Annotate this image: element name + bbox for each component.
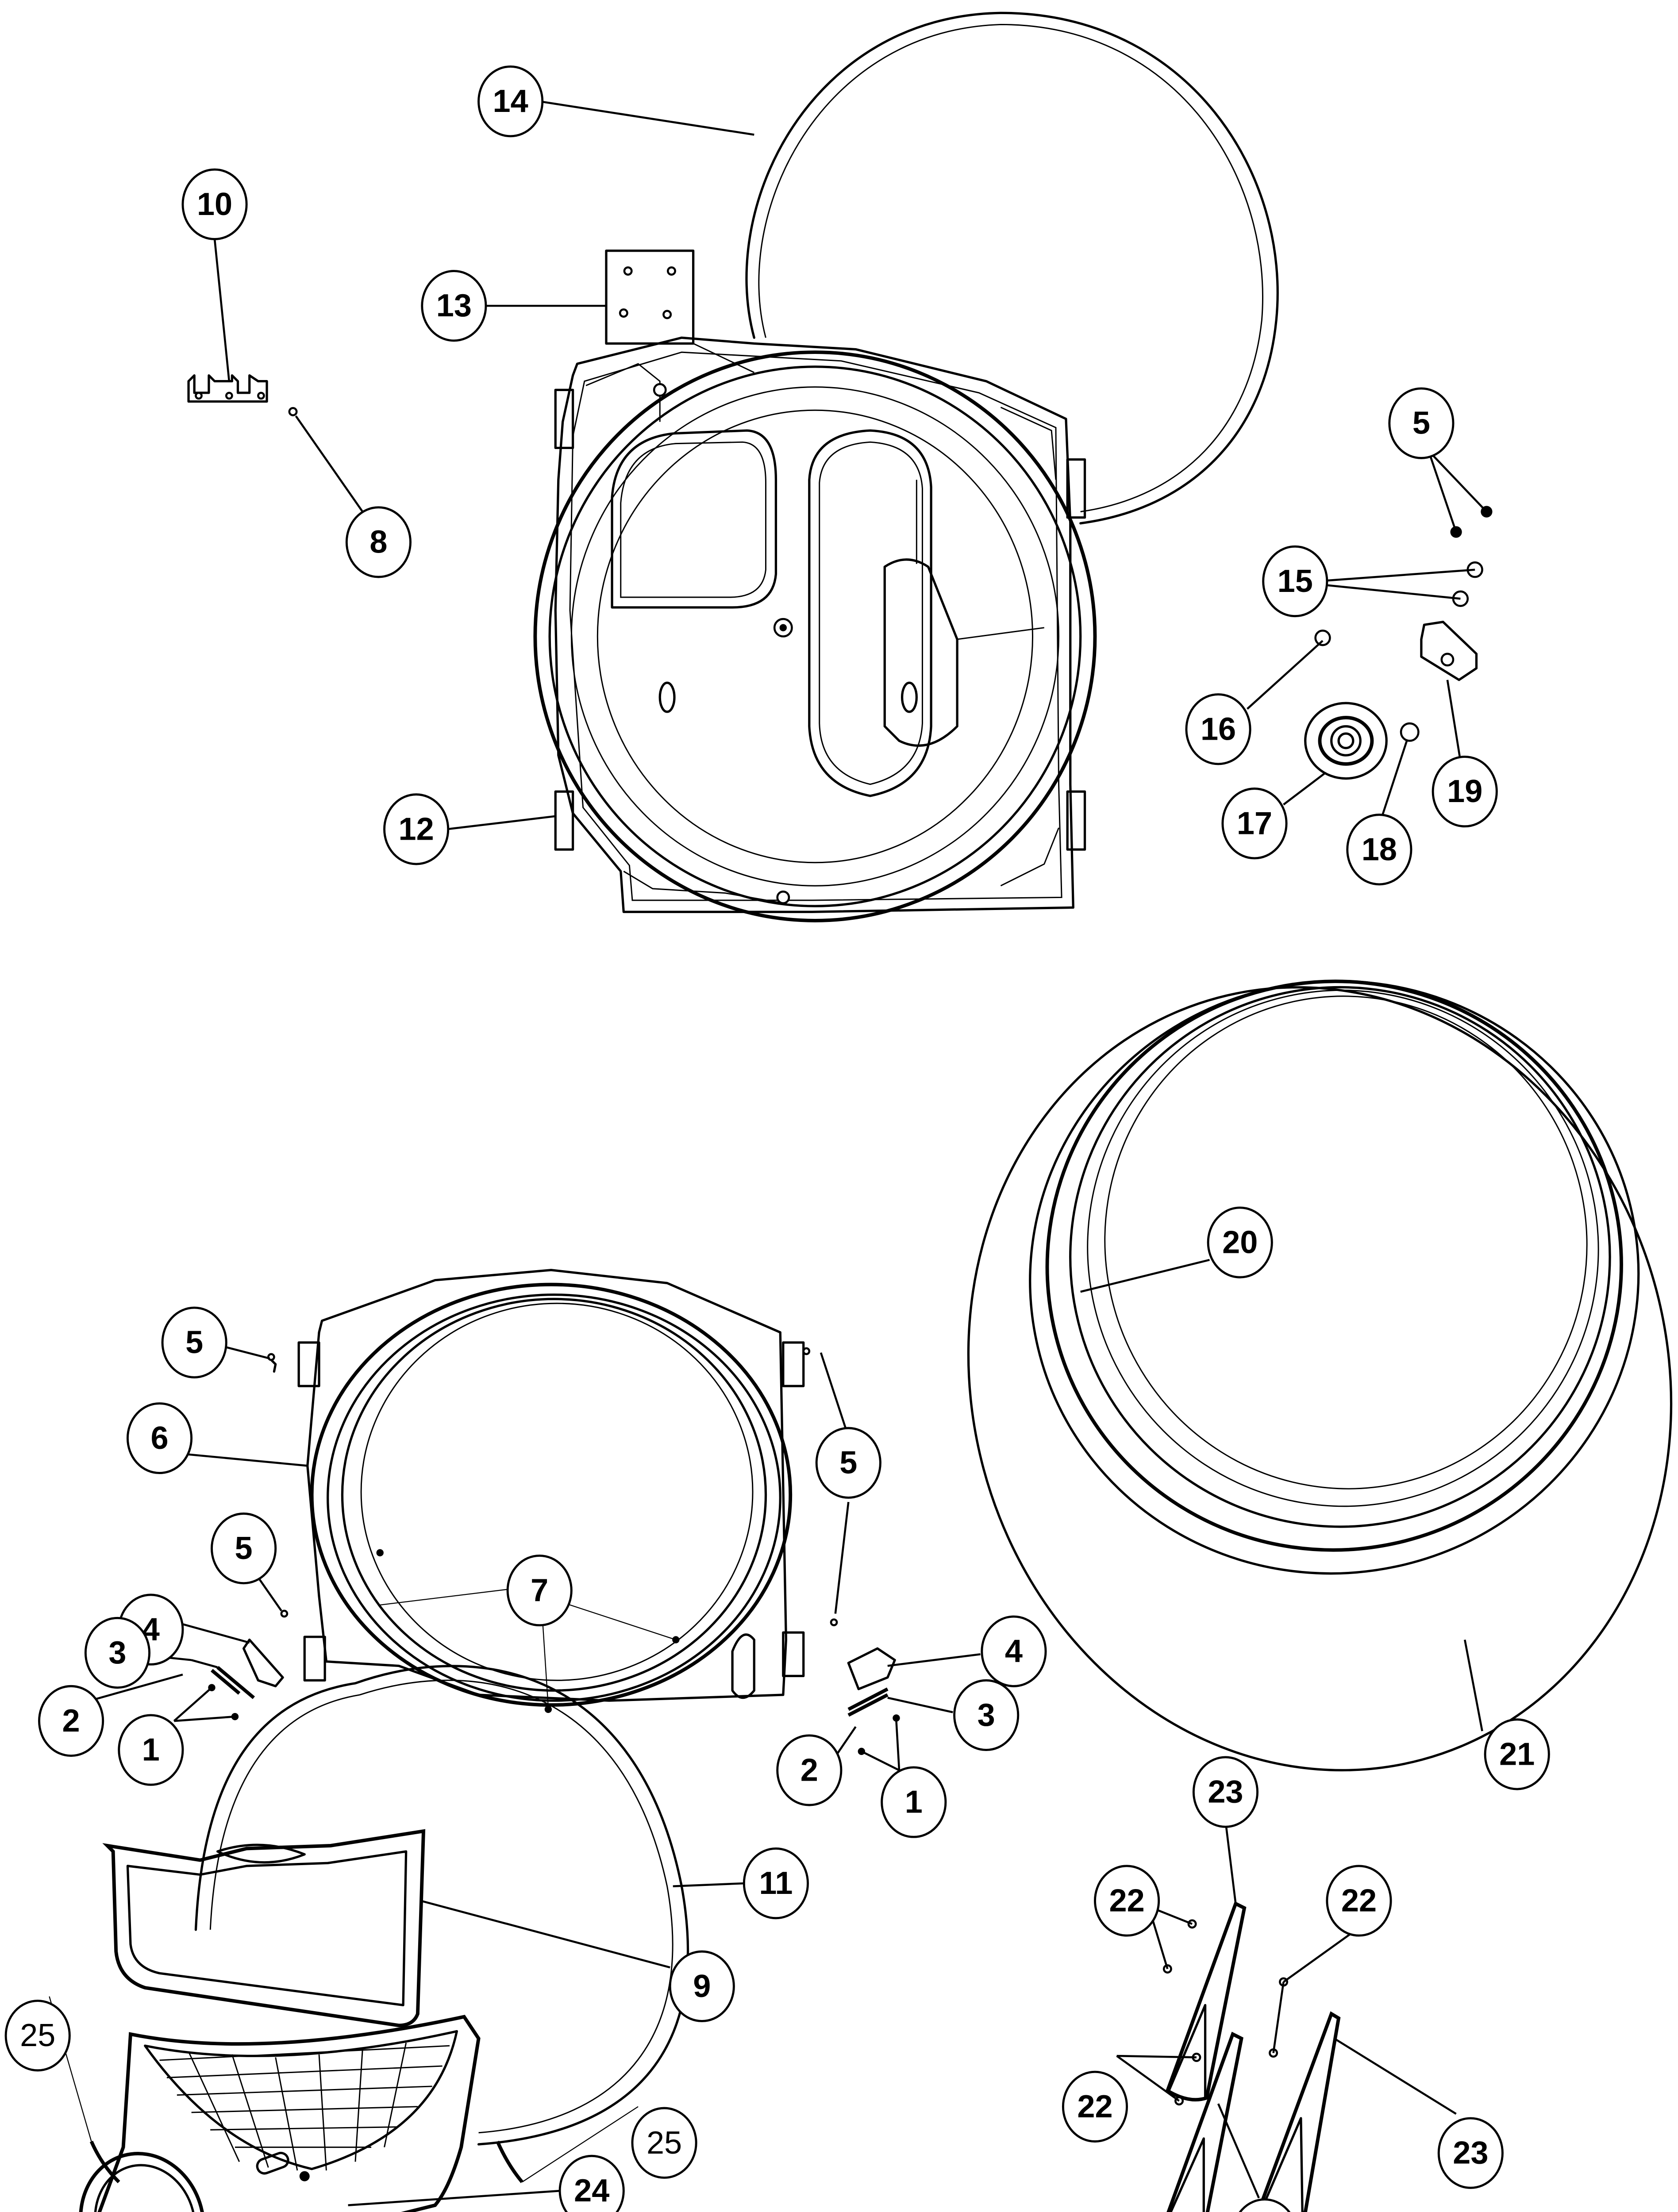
- front-panel-6: [297, 1269, 805, 1713]
- callout-21: 21: [1484, 1718, 1550, 1790]
- drum-21: [967, 979, 1673, 1772]
- svg-text:12: 12: [399, 811, 434, 847]
- svg-text:20: 20: [1222, 1225, 1258, 1260]
- svg-text:2: 2: [801, 1752, 818, 1788]
- callout-18: 18: [1346, 814, 1412, 886]
- callout-25-left: 25: [4, 2000, 71, 2072]
- callout-22-right: 22: [1326, 1865, 1392, 1937]
- callout-14: 14: [477, 65, 544, 138]
- callout-25-right: 25: [631, 2107, 697, 2179]
- svg-text:1: 1: [142, 1732, 160, 1768]
- mount-plate-13: [605, 250, 754, 373]
- svg-text:10: 10: [197, 187, 232, 222]
- svg-text:6: 6: [150, 1421, 168, 1456]
- svg-text:25: 25: [20, 2018, 55, 2053]
- door-seal-11: [194, 1665, 689, 2146]
- callout-8: 8: [345, 506, 412, 578]
- svg-text:23: 23: [1208, 1774, 1243, 1810]
- callout-23-top: 23: [1192, 1756, 1258, 1828]
- svg-text:14: 14: [493, 84, 528, 119]
- baffle-23-bottom: [1166, 2032, 1243, 2212]
- svg-text:2: 2: [62, 1703, 80, 1739]
- callout-13: 13: [421, 270, 487, 342]
- svg-text:16: 16: [1201, 711, 1236, 747]
- svg-text:22: 22: [1077, 2089, 1112, 2124]
- bearing-17: [1304, 702, 1388, 780]
- svg-text:19: 19: [1447, 774, 1482, 809]
- bracket-19: [1420, 621, 1478, 681]
- svg-text:1: 1: [905, 1785, 923, 1820]
- svg-text:24: 24: [574, 2173, 609, 2208]
- svg-text:5: 5: [839, 1445, 857, 1481]
- svg-text:22: 22: [1109, 1883, 1144, 1918]
- rear-panel: [533, 336, 1097, 922]
- svg-text:11: 11: [759, 1866, 793, 1901]
- callout-16: 16: [1185, 693, 1251, 765]
- callout-6: 6: [126, 1402, 193, 1475]
- callout-5-front-left-mid: 5: [211, 1512, 277, 1585]
- svg-text:8: 8: [369, 524, 387, 560]
- callout-19: 19: [1432, 756, 1498, 828]
- svg-text:3: 3: [978, 1697, 995, 1733]
- svg-text:9: 9: [693, 1969, 711, 2004]
- callout-3-left: 3: [84, 1617, 151, 1689]
- svg-text:4: 4: [1005, 1634, 1023, 1669]
- baffle-23-right: [1259, 2011, 1341, 2212]
- callout-1-right: 1: [881, 1766, 947, 1838]
- callout-22-left-bottom: 22: [1062, 2070, 1128, 2143]
- svg-text:22: 22: [1341, 1883, 1377, 1918]
- callout-10: 10: [181, 168, 248, 240]
- callout-24: 24: [558, 2154, 625, 2212]
- callout-9: 9: [669, 1950, 735, 2022]
- washer-16: [1314, 630, 1331, 646]
- lint-duct-24: [79, 2015, 481, 2212]
- svg-text:23: 23: [1453, 2135, 1488, 2171]
- callout-11: 11: [743, 1847, 809, 1920]
- svg-text:5: 5: [185, 1325, 203, 1360]
- callout-2-right: 2: [776, 1734, 843, 1806]
- drum-seal-14: [745, 12, 1279, 525]
- callout-2-left: 2: [38, 1685, 104, 1757]
- lint-filter-9: [102, 1829, 426, 2028]
- svg-text:5: 5: [235, 1531, 253, 1566]
- bracket-10: [187, 374, 268, 403]
- screw-8: [288, 407, 298, 416]
- callout-20: 20: [1207, 1206, 1273, 1279]
- callout-12: 12: [383, 793, 450, 865]
- callout-7: 7: [506, 1554, 573, 1627]
- callout-5-front-left-top: 5: [161, 1306, 227, 1379]
- bracket-4-left: [242, 1638, 284, 1687]
- callout-23-right: 23: [1437, 2117, 1504, 2189]
- callout-17: 17: [1221, 787, 1288, 860]
- callout-5-front-right: 5: [815, 1427, 881, 1499]
- svg-text:5: 5: [1412, 406, 1430, 441]
- svg-text:13: 13: [436, 288, 472, 323]
- baffle-23-top: [1165, 1901, 1247, 2102]
- callout-15: 15: [1262, 545, 1328, 618]
- leader-lines: [49, 100, 1488, 2206]
- svg-text:3: 3: [108, 1635, 126, 1671]
- callout-4-right: 4: [981, 1615, 1047, 1687]
- callout-23-bottom: 23: [1239, 2198, 1291, 2212]
- svg-text:17: 17: [1237, 806, 1272, 841]
- callout-1-left: 1: [118, 1714, 184, 1786]
- washer-18: [1400, 722, 1420, 742]
- callout-3-right: 3: [953, 1679, 1020, 1751]
- callout-5-top-right: 5: [1388, 387, 1455, 459]
- svg-text:25: 25: [647, 2125, 682, 2161]
- callout-22-left-top: 22: [1094, 1865, 1160, 1937]
- svg-text:7: 7: [531, 1573, 548, 1608]
- svg-text:15: 15: [1278, 564, 1313, 599]
- bracket-4-right: [847, 1647, 896, 1690]
- svg-text:21: 21: [1499, 1736, 1535, 1772]
- svg-text:18: 18: [1362, 832, 1397, 867]
